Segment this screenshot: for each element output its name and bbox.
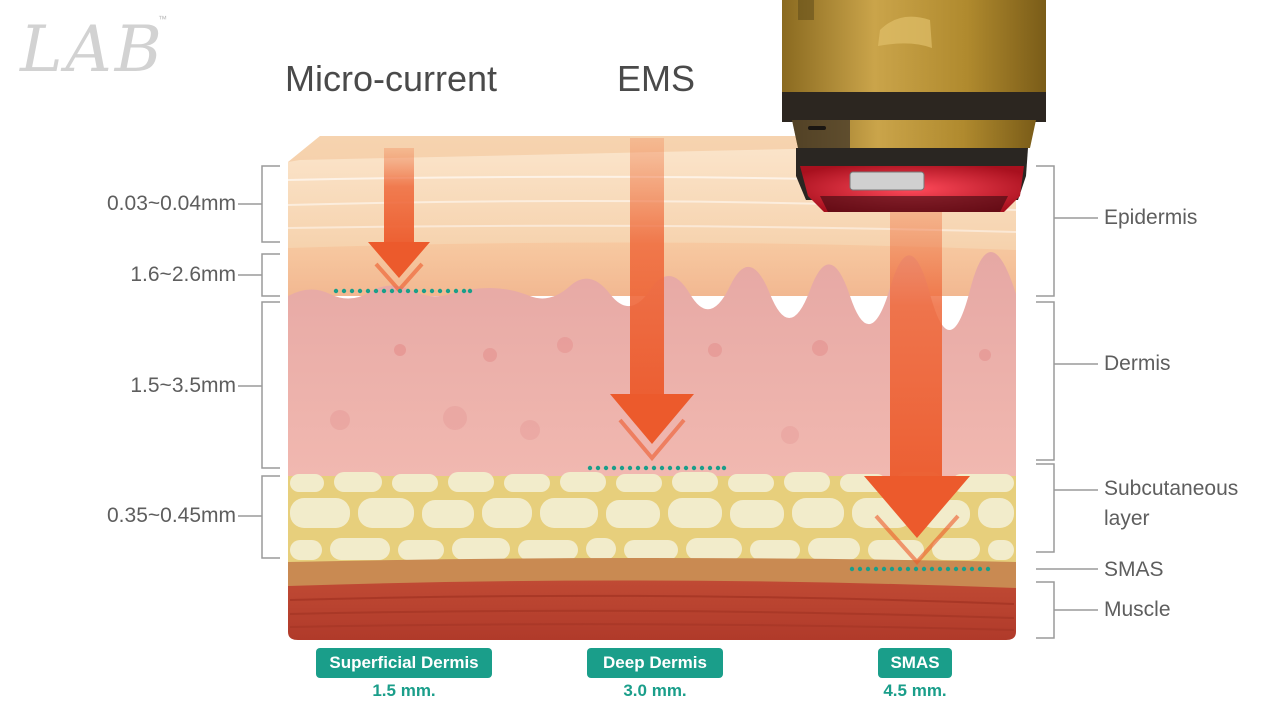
right-brackets — [1036, 165, 1098, 639]
thickness-subcutaneous: 0.35~0.45mm — [107, 504, 236, 527]
layer-label-muscle: Muscle — [1104, 598, 1171, 621]
layer-label-dermis: Dermis — [1104, 352, 1171, 375]
thickness-epidermis: 0.03~0.04mm — [107, 192, 236, 215]
layer-label-smas: SMAS — [1104, 558, 1164, 581]
arrow-ems-icon — [610, 138, 694, 462]
target-dots-deep — [587, 465, 727, 471]
thickness-papillary: 1.6~2.6mm — [130, 263, 236, 286]
layer-subcutaneous — [288, 472, 1016, 568]
arrow-device-icon — [864, 190, 970, 566]
target-depth-deep: 3.0 mm. — [623, 681, 687, 700]
device-head-icon — [782, 0, 1046, 212]
target-depth-smas: 4.5 mm. — [883, 681, 947, 700]
header-micro-current: Micro-current — [285, 58, 498, 99]
target-badge-smas: SMAS — [878, 648, 952, 678]
target-badge-deep: Deep Dermis — [587, 648, 723, 678]
thickness-dermis: 1.5~3.5mm — [130, 374, 236, 397]
layer-label-epidermis: Epidermis — [1104, 206, 1198, 229]
layer-muscle — [288, 580, 1016, 640]
target-dots-superficial — [333, 288, 473, 294]
brand-logo: LAB — [20, 13, 165, 87]
target-badge-superficial: Superficial Dermis — [316, 648, 492, 678]
header-ems: EMS — [617, 58, 696, 99]
layer-label-subcutaneous-line1: Subcutaneous — [1104, 477, 1239, 500]
arrow-micro-current-icon — [368, 148, 430, 294]
layer-label-subcutaneous-line2: layer — [1104, 507, 1150, 531]
layer-label-subcutaneous: Subcutaneous layer — [1104, 474, 1238, 535]
target-dots-smas — [849, 566, 991, 572]
trademark-mark: ™ — [158, 14, 167, 24]
target-depth-superficial: 1.5 mm. — [372, 681, 436, 700]
left-brackets — [238, 165, 280, 559]
